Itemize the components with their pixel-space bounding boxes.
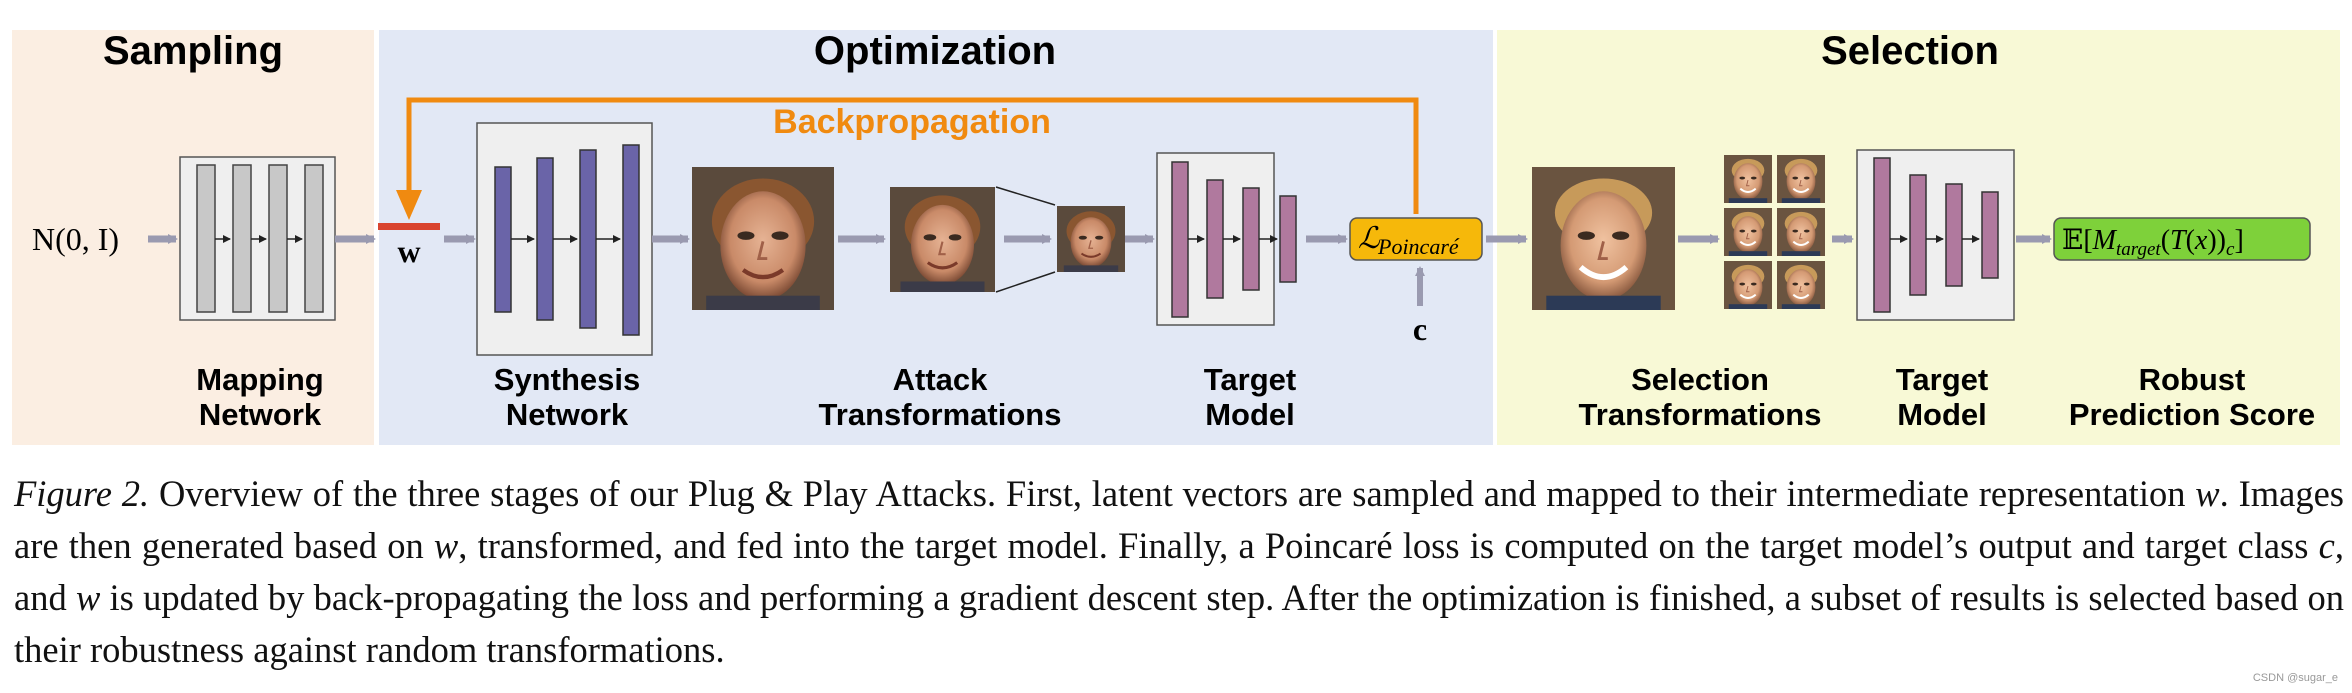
caption-c: c — [2318, 525, 2335, 566]
c-label: c — [1413, 311, 1427, 347]
svg-text:Poincaré: Poincaré — [1377, 234, 1460, 259]
caption-text-1: Overview of the three stages of our Plug… — [149, 473, 2196, 514]
mapping-network-label-2: Network — [199, 397, 322, 432]
svg-text:𝔼[Mtarget(T(x))c]: 𝔼[Mtarget(T(x))c] — [2062, 225, 2244, 260]
transformed-face-image — [888, 185, 997, 294]
mapping-network — [179, 156, 336, 321]
zoom-line-top — [995, 186, 1056, 206]
w-label: w — [397, 233, 420, 269]
backprop-arrowhead — [396, 190, 422, 220]
pipeline-figure: Sampling Optimization Selection N(0, I) … — [12, 29, 2340, 445]
synthesis-network-label-1: Synthesis — [494, 362, 640, 397]
zoom-line-bottom — [995, 271, 1056, 293]
robust-score-label-2: Prediction Score — [2069, 397, 2315, 432]
caption-w-2: w — [433, 525, 459, 566]
backprop-loop — [406, 97, 1419, 214]
caption-w-3: w — [75, 577, 101, 618]
stage-title-selection: Selection — [1821, 29, 1999, 73]
caption-text-5: is updated by back-propagating the loss … — [14, 577, 2344, 670]
synthesis-network-label-2: Network — [506, 397, 629, 432]
target-model-2 — [1856, 149, 2015, 321]
generated-face-image — [692, 167, 834, 310]
target-model-2-label-2: Model — [1897, 397, 1987, 432]
poincare-loss-box: ℒ Poincaré — [1349, 217, 1483, 261]
figure-caption: Figure 2. Overview of the three stages o… — [14, 468, 2344, 676]
selection-transformations-label-2: Transformations — [1579, 397, 1822, 432]
robust-score-box: 𝔼[Mtarget(T(x))c] — [2053, 217, 2311, 261]
caption-text-2: . Images are then generated based on — [14, 473, 2344, 566]
caption-text-4: , and — [14, 525, 2344, 618]
stage-title-sampling: Sampling — [103, 29, 283, 73]
cropped-face-image — [1055, 204, 1127, 274]
mapping-network-label-1: Mapping — [196, 362, 323, 397]
selection-transformations-label-1: Selection — [1631, 362, 1769, 397]
svg-text:ℒ: ℒ — [1358, 222, 1381, 255]
attack-transformations-label-1: Attack — [893, 362, 989, 397]
stage-title-optimization: Optimization — [814, 29, 1056, 73]
synthesis-network — [476, 122, 653, 356]
caption-label: Figure 2. — [14, 473, 150, 514]
caption-text-3: , transformed, and fed into the target m… — [458, 525, 2319, 566]
target-model-1-label-2: Model — [1205, 397, 1295, 432]
robust-score-label-1: Robust — [2139, 362, 2246, 397]
attack-transformations-label-2: Transformations — [819, 397, 1062, 432]
target-model-1 — [1156, 152, 1297, 326]
watermark: CSDN @sugar_e — [2252, 672, 2338, 684]
target-model-2-label-1: Target — [1896, 362, 1988, 397]
w-vector-bar — [378, 223, 440, 230]
target-model-1-label-1: Target — [1204, 362, 1296, 397]
caption-w-1: w — [2195, 473, 2220, 514]
noise-label: N(0, I) — [32, 221, 119, 257]
final-face-image — [1532, 167, 1675, 310]
backprop-label: Backpropagation — [773, 103, 1051, 141]
